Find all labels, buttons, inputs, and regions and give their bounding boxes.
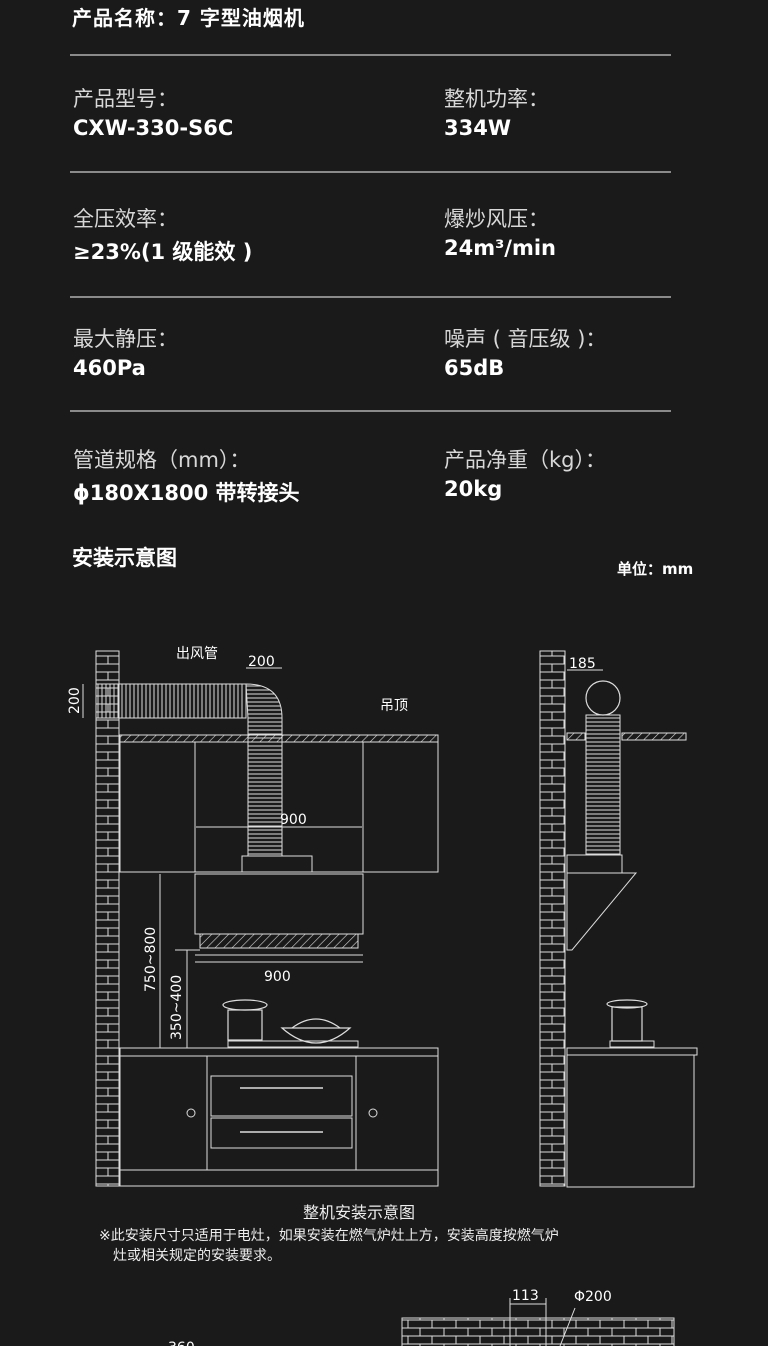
exhaust-pipe-label: 出风管 xyxy=(176,646,218,662)
exhaust-pipe-horizontal xyxy=(95,683,247,719)
hood-width-label: 900 xyxy=(264,969,291,985)
spec-value-efficiency: ≥23%(1 级能效 ) xyxy=(73,240,253,264)
ceiling-label: 吊顶 xyxy=(380,698,408,714)
spec-value-airflow: 24m³/min xyxy=(444,236,557,260)
spec-label-pipe: 管道规格（mm）： xyxy=(73,448,251,472)
countertop xyxy=(566,1047,698,1056)
spec-label-power: 整机功率： xyxy=(444,87,549,111)
wok xyxy=(280,1027,352,1044)
spec-label-model: 产品型号： xyxy=(73,87,178,111)
hood-body xyxy=(566,854,623,874)
exhaust-pipe-elbow xyxy=(245,683,283,719)
brick-wall xyxy=(539,650,566,1187)
diagram-caption: 整机安装示意图 xyxy=(303,1203,416,1222)
spec-value-static-pressure: 460Pa xyxy=(73,356,146,380)
product-name-value: 7 字型油烟机 xyxy=(177,6,305,30)
hood-panel xyxy=(566,872,638,951)
divider xyxy=(70,410,671,412)
spec-value-weight: 20kg xyxy=(444,477,503,501)
pipe-offset-label: 200 xyxy=(248,654,275,670)
divider xyxy=(70,171,671,173)
countertop xyxy=(119,1047,439,1057)
brick-wall xyxy=(95,650,120,1187)
section-title: 安装示意图 xyxy=(72,546,177,570)
hood-filter xyxy=(199,933,359,949)
bottom-offset-label: 113 xyxy=(512,1288,539,1304)
note-line-2: 灶或相关规定的安装要求。 xyxy=(113,1248,281,1264)
exhaust-pipe-vertical xyxy=(247,717,283,857)
brick-wall xyxy=(401,1317,675,1346)
spec-label-efficiency: 全压效率： xyxy=(73,207,178,231)
base-cabinet xyxy=(119,1055,439,1171)
note-line-1: ※此安装尺寸只适用于电灶，如果安装在燃气炉灶上方，安装高度按燃气炉 xyxy=(99,1228,559,1244)
unit-label: 单位：mm xyxy=(617,560,694,578)
product-name-label: 产品名称： xyxy=(72,6,177,30)
spec-label-noise: 噪声 ( 音压级 )： xyxy=(444,327,607,351)
spec-label-static-pressure: 最大静压： xyxy=(73,327,178,351)
stove-gap-label: 350~400 xyxy=(169,975,185,1040)
front-view: 出风管 200 吊顶 200 900 900 750~800 350~400 xyxy=(67,646,439,1187)
side-pipe-offset-label: 185 xyxy=(569,656,596,672)
spec-value-model: CXW-330-S6C xyxy=(73,116,234,140)
pot xyxy=(227,1009,263,1041)
spec-value-pipe: ϕ180X1800 带转接头 xyxy=(73,481,300,505)
installation-note: ※此安装尺寸只适用于电灶，如果安装在燃气炉灶上方，安装高度按燃气炉 灶或相关规定… xyxy=(99,1226,669,1266)
exhaust-pipe-vertical xyxy=(585,714,621,856)
product-name: 产品名称：7 字型油烟机 xyxy=(72,2,305,31)
hood-height-label: 750~800 xyxy=(143,927,159,992)
cabinet-width-label: 900 xyxy=(280,812,307,828)
pipe-height-label: 200 xyxy=(67,687,83,714)
bottom-partial-label: 360 xyxy=(168,1340,195,1346)
base-cabinet xyxy=(566,1054,695,1188)
pot xyxy=(611,1006,643,1042)
pipe-section xyxy=(585,680,621,716)
spec-value-noise: 65dB xyxy=(444,356,505,380)
spec-value-power: 334W xyxy=(444,116,511,140)
divider xyxy=(70,54,671,56)
spec-label-weight: 产品净重（kg）： xyxy=(444,448,606,472)
bottom-diameter-label: Φ200 xyxy=(574,1289,612,1305)
ceiling xyxy=(621,732,687,741)
range-hood xyxy=(194,873,364,935)
side-view: 185 xyxy=(539,650,698,1188)
divider xyxy=(70,296,671,298)
bottom-diagram: 113 Φ200 360 xyxy=(168,1288,675,1346)
spec-label-airflow: 爆炒风压： xyxy=(444,207,549,231)
